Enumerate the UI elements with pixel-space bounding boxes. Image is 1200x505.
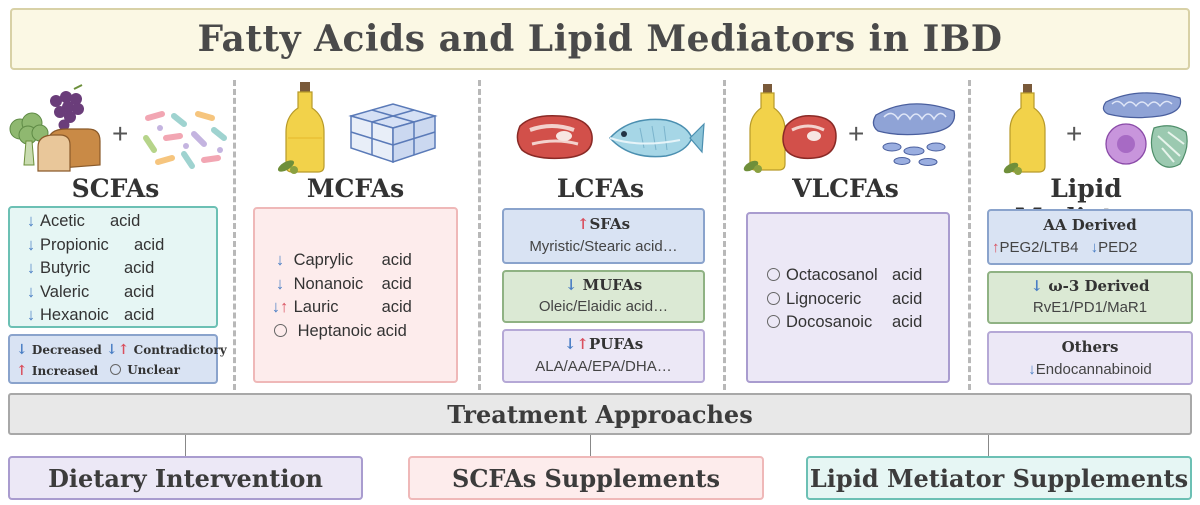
pufa-title: ↓↑PUFAs <box>563 335 644 353</box>
plus-sign: + <box>112 118 129 149</box>
decrease-arrow-icon: ↓ <box>275 274 285 293</box>
aa-derived-box: AA Derived ↑PEG2/LTB4 ↓PED2 <box>987 209 1193 265</box>
omega3-derived-box: ↓ ω-3 Derived RvE1/PD1/MaR1 <box>987 271 1193 324</box>
legend-item-increased: ↑ Increased <box>16 363 99 379</box>
unclear-circle-icon <box>767 315 780 328</box>
sfa-detail: Myristic/Stearic acid… <box>529 238 678 255</box>
contradictory-arrows-icon: ↓ <box>106 342 118 358</box>
increase-arrow-icon: ↑ <box>992 239 1000 256</box>
connector-line <box>590 435 591 456</box>
dietary-intervention-label: Dietary Intervention <box>48 463 323 493</box>
legend-item-unclear: Unclear <box>106 363 180 377</box>
decrease-arrow-icon: ↓ <box>26 282 36 301</box>
sfa-box: ↑SFAs Myristic/Stearic acid… <box>502 208 705 264</box>
treatment-approaches-bar: Treatment Approaches <box>8 393 1192 435</box>
connector-line <box>185 435 186 456</box>
title-banner: Fatty Acids and Lipid Mediators in IBD <box>10 8 1190 70</box>
column-divider <box>723 80 726 390</box>
others-title: Others <box>1061 338 1119 356</box>
decrease-arrow-icon: ↓ <box>26 259 36 277</box>
mufa-title: ↓ MUFAs <box>564 276 643 294</box>
decrease-arrow-icon: ↓ <box>1028 361 1036 378</box>
omega3-derived-items: RvE1/PD1/MaR1 <box>1032 299 1148 316</box>
list-item: Heptanoic acid <box>271 320 412 344</box>
scfa-supplements-label: SCFAs Supplements <box>452 463 720 493</box>
others-box: Others ↓Endocannabinoid <box>987 331 1193 385</box>
olive-oil-bottle-icon <box>743 84 786 173</box>
unclear-circle-icon <box>767 268 780 281</box>
aa-derived-title: AA Derived <box>1043 216 1137 234</box>
mufa-detail: Oleic/Elaidic acid… <box>538 298 669 315</box>
sfa-title: ↑SFAs <box>576 215 631 233</box>
decrease-arrow-icon: ↓ <box>564 276 578 294</box>
decrease-arrow-icon: ↓ <box>26 212 36 230</box>
decrease-arrow-icon: ↓ <box>1030 277 1044 295</box>
olive-oil-bottle-icon <box>1003 84 1046 175</box>
lipid-mediator-supplements-label: Lipid Metiator Supplements <box>809 463 1189 493</box>
vlcfa-heading: VLCFAs <box>792 174 899 203</box>
aa-derived-items: ↑PEG2/LTB4 ↓PED2 <box>992 239 1138 256</box>
pufa-box: ↓↑PUFAs ALA/AA/EPA/DHA… <box>502 329 705 383</box>
mcfa-heading: MCFAs <box>306 174 405 203</box>
scfa-heading: SCFAs <box>71 174 160 203</box>
unclear-circle-icon <box>274 323 287 337</box>
legend-box: ↓ Decreased ↓↑ Contradictory ↑ Increased… <box>8 334 227 384</box>
pufa-detail: ALA/AA/EPA/DHA… <box>535 358 672 375</box>
mitochondria-cells-icon <box>872 103 956 166</box>
others-item: ↓Endocannabinoid <box>1028 361 1152 378</box>
gut-bacteria-icon <box>143 111 227 169</box>
connector-line <box>988 435 989 456</box>
legend-item-contradictory: ↓↑ Contradictory <box>106 342 227 358</box>
fish-icon <box>608 118 705 158</box>
column-divider <box>478 80 481 390</box>
increase-arrow-icon: ↑ <box>16 363 28 379</box>
decrease-arrow-icon: ↓ <box>26 306 36 324</box>
dietary-intervention-box: Dietary Intervention <box>8 456 363 500</box>
decrease-arrow-icon: ↓ <box>16 342 28 358</box>
decrease-arrow-icon: ↓ <box>275 251 285 269</box>
unclear-circle-icon <box>110 364 121 375</box>
column-divider <box>233 80 236 390</box>
mufa-box: ↓ MUFAs Oleic/Elaidic acid… <box>502 270 705 323</box>
column-divider <box>968 80 971 390</box>
decrease-arrow-icon: ↓ <box>26 235 36 254</box>
contradictory-arrows-icon: ↓↑ <box>271 298 289 316</box>
contradictory-arrows-icon: ↓ <box>563 335 577 353</box>
lcfa-heading: LCFAs <box>556 174 645 203</box>
lipid-mediator-supplements-box: Lipid Metiator Supplements <box>806 456 1192 500</box>
broccoli-grapes-bread-icon <box>9 84 101 172</box>
mitochondria-cells-icon <box>1102 92 1188 168</box>
treatment-approaches-title: Treatment Approaches <box>447 399 753 429</box>
decrease-arrow-icon: ↓ <box>1090 239 1099 256</box>
legend-item-decreased: ↓ Decreased <box>16 342 102 358</box>
steak-icon <box>516 114 593 160</box>
increase-arrow-icon: ↑ <box>576 215 590 233</box>
plus-sign: + <box>848 118 865 149</box>
steak-icon <box>782 114 837 160</box>
scfa-supplements-box: SCFAs Supplements <box>408 456 764 500</box>
yogurt-cups-icon <box>348 103 438 164</box>
olive-oil-bottle-icon <box>277 82 325 174</box>
page-title: Fatty Acids and Lipid Mediators in IBD <box>197 18 1003 60</box>
plus-sign: + <box>1066 118 1083 149</box>
unclear-circle-icon <box>767 291 780 305</box>
omega3-derived-title: ↓ ω-3 Derived <box>1030 277 1150 295</box>
